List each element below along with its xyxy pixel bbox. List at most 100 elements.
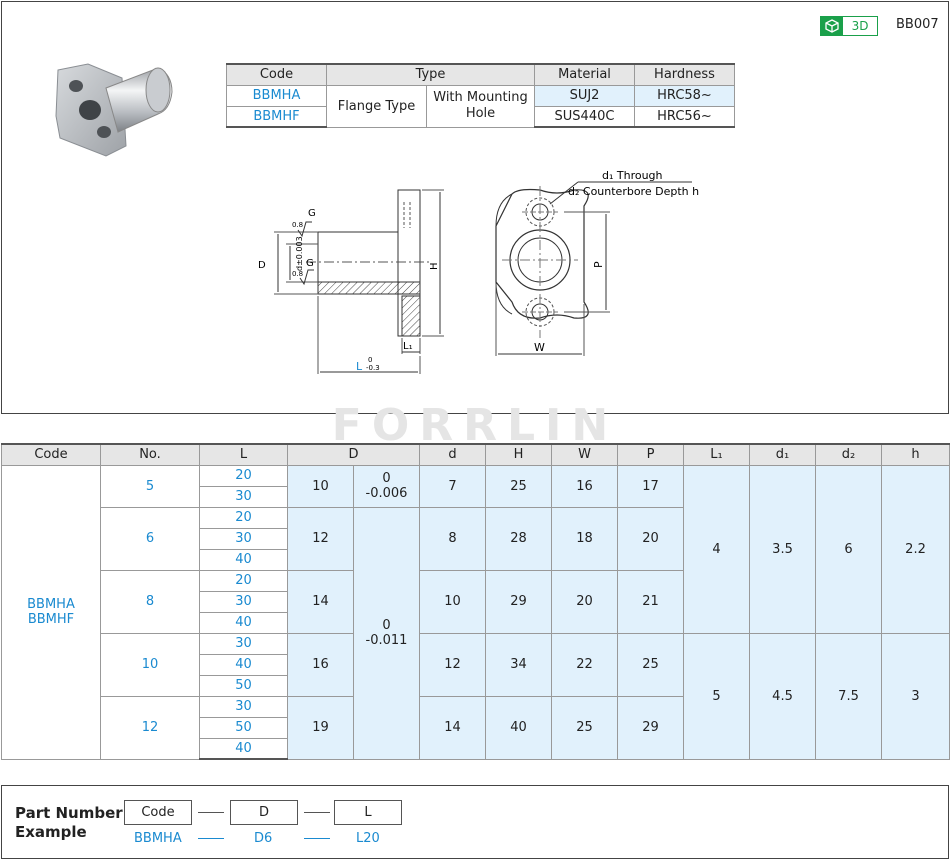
dim-D-value: 14	[287, 569, 354, 634]
dim-L-value[interactable]: 30	[199, 485, 288, 508]
dim-header-L1: L₁	[683, 443, 751, 466]
dim-header-d: d	[419, 443, 487, 466]
dim-no[interactable]: 6	[100, 506, 200, 571]
dim-L-value[interactable]: 50	[199, 716, 288, 739]
product-overview-panel: 3D BB007 Code Type Material Hardness BBM…	[1, 1, 949, 414]
dim-L-value[interactable]: 30	[199, 632, 288, 655]
dim-L-value[interactable]: 40	[199, 548, 288, 571]
spec-header-code: Code	[226, 63, 327, 86]
spec-type-sub: With Mounting Hole	[426, 84, 535, 128]
dim-d-tol-label: d±0.003	[295, 236, 304, 271]
dim-L-value[interactable]: 20	[199, 506, 288, 529]
dim-D-value: 19	[287, 695, 354, 760]
spec-code-link[interactable]: BBMHF	[226, 105, 327, 128]
dim-code-b: BBMHF	[27, 612, 75, 627]
dim-d-value: 14	[419, 695, 487, 760]
dim-code-cell[interactable]: BBMHA BBMHF	[1, 464, 101, 760]
dim-header-W: W	[551, 443, 619, 466]
dim-header-H: H	[485, 443, 553, 466]
dim-d-value: 12	[419, 632, 487, 697]
dim-d-value: 10	[419, 569, 487, 634]
dim-H-value: 29	[485, 569, 553, 634]
dim-header-L: L	[199, 443, 288, 466]
dim-P-value: 20	[617, 506, 685, 571]
dim-d-value: 7	[419, 464, 487, 508]
3d-model-button[interactable]: 3D	[820, 16, 878, 36]
dim-L-value[interactable]: 40	[199, 653, 288, 676]
dim-header-code: Code	[1, 443, 101, 466]
roughness-value: 0.8	[292, 221, 303, 229]
dim-header-h: h	[881, 443, 950, 466]
part-number-panel: Part Number Example Code D L BBMHA D6 L2…	[1, 785, 949, 859]
dim-D-value: 12	[287, 506, 354, 571]
pn-box-D: D	[230, 800, 298, 825]
dim-header-d2: d₂	[815, 443, 883, 466]
side-view-drawing: D d±0.003 0.8 G 0.8 G H L₁ L 0 -0.3	[258, 189, 444, 374]
dim-W-value: 22	[551, 632, 619, 697]
cube-icon	[821, 17, 843, 35]
dim-L-value[interactable]: 40	[199, 737, 288, 760]
dim-D-value: 16	[287, 632, 354, 697]
spec-material: SUJ2	[534, 84, 635, 107]
dim-no[interactable]: 10	[100, 632, 200, 697]
dim-code-a: BBMHA	[27, 597, 75, 612]
dim-P-label: P	[592, 261, 605, 268]
dim-L-value[interactable]: 30	[199, 695, 288, 718]
dim-W-label: W	[534, 341, 545, 354]
product-code: BB007	[896, 17, 939, 32]
dim-d2-small: 6	[815, 464, 883, 634]
dim-L1-small: 4	[683, 464, 751, 634]
dim-D-label: D	[258, 260, 266, 271]
dim-L-value[interactable]: 30	[199, 527, 288, 550]
dim-L-value[interactable]: 30	[199, 590, 288, 613]
part-number-title: Part Number Example	[15, 804, 123, 841]
spec-material: SUS440C	[534, 105, 635, 128]
roughness-g: G	[308, 208, 316, 219]
pn-example-D: D6	[254, 831, 273, 846]
dim-L1-large: 5	[683, 632, 751, 760]
spec-code-link[interactable]: BBMHA	[226, 84, 327, 107]
dim-W-value: 16	[551, 464, 619, 508]
dim-d1-small: 3.5	[749, 464, 817, 634]
dim-L-value[interactable]: 20	[199, 464, 288, 487]
roughness-value: 0.8	[292, 270, 303, 278]
dim-d2-large: 7.5	[815, 632, 883, 760]
pn-separator	[304, 812, 330, 813]
dim-W-value: 18	[551, 506, 619, 571]
dim-L-value[interactable]: 50	[199, 674, 288, 697]
dim-d1-large: 4.5	[749, 632, 817, 760]
spec-hardness: HRC58~	[634, 84, 735, 107]
dim-L-label: L	[356, 360, 363, 373]
roughness-g: G	[306, 258, 314, 269]
dim-P-value: 17	[617, 464, 685, 508]
dim-H-value: 28	[485, 506, 553, 571]
d1-through-label: d₁ Through	[602, 169, 663, 182]
dim-L-value[interactable]: 20	[199, 569, 288, 592]
spec-hardness: HRC56~	[634, 105, 735, 128]
dim-no[interactable]: 5	[100, 464, 200, 508]
dim-header-P: P	[617, 443, 685, 466]
dim-no[interactable]: 12	[100, 695, 200, 760]
brand-watermark: FORRLIN	[331, 400, 619, 451]
dim-H-value: 34	[485, 632, 553, 697]
pn-box-code: Code	[124, 800, 192, 825]
pn-example-code: BBMHA	[134, 831, 182, 846]
dim-no[interactable]: 8	[100, 569, 200, 634]
dim-W-value: 25	[551, 695, 619, 760]
spec-header-hardness: Hardness	[634, 63, 735, 86]
pn-separator	[198, 812, 224, 813]
dim-h-large: 3	[881, 632, 950, 760]
dim-P-value: 25	[617, 632, 685, 697]
3d-label: 3D	[851, 19, 869, 33]
dim-L-value[interactable]: 40	[199, 611, 288, 634]
front-view-drawing: d₁ Through d₂ Counterbore Depth h P W	[495, 169, 699, 356]
dim-h-small: 2.2	[881, 464, 950, 634]
d2-counterbore-label: d₂ Counterbore Depth h	[568, 185, 699, 198]
pn-example-separator	[198, 838, 224, 839]
dim-header-no: No.	[100, 443, 200, 466]
dim-header-D: D	[286, 443, 421, 466]
dim-L-tol-down: -0.3	[366, 364, 380, 372]
dim-P-value: 29	[617, 695, 685, 760]
dimension-table: Code No. L D d H W P L₁ d₁ d₂ h BBMHA BB…	[1, 443, 950, 760]
product-photo	[55, 63, 173, 157]
